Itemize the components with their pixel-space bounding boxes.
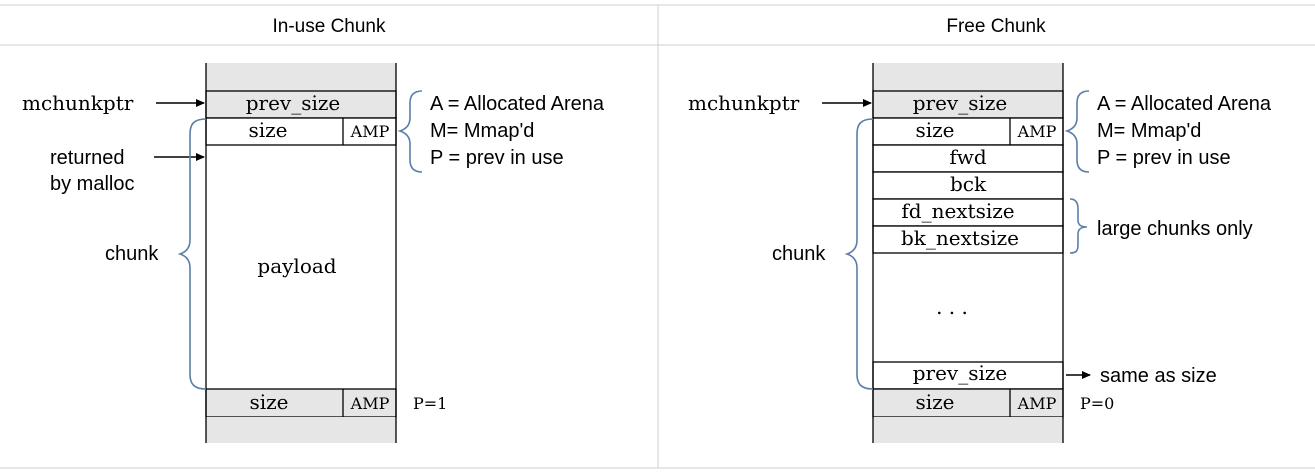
returned-label: returned — [50, 147, 125, 169]
free-chunk-diagram: prev_size size AMP fwd bck fd_nextsize b… — [688, 63, 1272, 443]
bottom-shaded-cell — [206, 417, 396, 443]
bk-nextsize-label: bk_nextsize — [901, 226, 1019, 250]
bk-nextsize-cell — [872, 225, 1064, 254]
top-shaded-cell — [206, 63, 396, 91]
legend-prev-in-use: P = prev in use — [430, 147, 564, 169]
by-malloc-label: by malloc — [50, 173, 134, 195]
legend-allocated-arena: A = Allocated Arena — [430, 93, 605, 115]
next-size-cell — [205, 388, 397, 418]
free-legend-prev-in-use: P = prev in use — [1097, 147, 1231, 169]
fwd-label: fwd — [949, 145, 987, 169]
tail-prev-size-label: prev_size — [913, 361, 1008, 385]
free-next-amp-label: AMP — [1017, 394, 1057, 413]
prev-size-cell — [205, 90, 397, 119]
next-size-label: size — [249, 390, 288, 414]
size-cell — [205, 117, 397, 146]
free-chunk-label: chunk — [772, 243, 826, 265]
free-size-label: size — [915, 118, 954, 142]
ellipsis-label: . . . — [936, 295, 968, 319]
size-label: size — [248, 118, 287, 142]
free-legend-allocated-arena: A = Allocated Arena — [1097, 93, 1272, 115]
same-as-size-note: same as size — [1100, 365, 1217, 387]
in-use-chunk-diagram: prev_size size AMP payload size AMP P=1 … — [22, 63, 605, 443]
free-next-size-label: size — [915, 390, 954, 414]
free-prev-size-label: prev_size — [913, 91, 1008, 115]
free-top-shaded-cell — [873, 63, 1063, 91]
amp-label: AMP — [350, 122, 390, 141]
amp-legend-brace — [397, 90, 423, 173]
payload-label: payload — [257, 254, 336, 278]
mchunkptr-label: mchunkptr — [22, 91, 134, 115]
fwd-cell — [872, 144, 1064, 173]
chunk-label: chunk — [105, 243, 159, 265]
free-mchunkptr-label: mchunkptr — [688, 91, 800, 115]
free-chunk-brace — [844, 118, 874, 390]
bck-cell — [872, 171, 1064, 200]
free-amp-legend-brace — [1064, 90, 1090, 173]
prev-size-label: prev_size — [246, 91, 341, 115]
free-bottom-shaded-cell — [873, 417, 1063, 443]
header-free-chunk: Free Chunk — [946, 16, 1046, 37]
chunk-brace — [177, 118, 207, 390]
fd-nextsize-label: fd_nextsize — [901, 199, 1014, 223]
next-amp-label: AMP — [350, 394, 390, 413]
bck-label: bck — [950, 172, 987, 196]
free-amp-label: AMP — [1017, 122, 1057, 141]
header-in-use-chunk: In-use Chunk — [272, 16, 386, 37]
large-chunks-only-note: large chunks only — [1097, 218, 1253, 240]
free-legend-mmapd: M= Mmap'd — [1097, 120, 1201, 142]
large-chunks-brace — [1069, 198, 1088, 254]
legend-mmapd: M= Mmap'd — [430, 120, 534, 142]
p-equals-1-note: P=1 — [413, 394, 447, 413]
p-equals-0-note: P=0 — [1080, 394, 1114, 413]
